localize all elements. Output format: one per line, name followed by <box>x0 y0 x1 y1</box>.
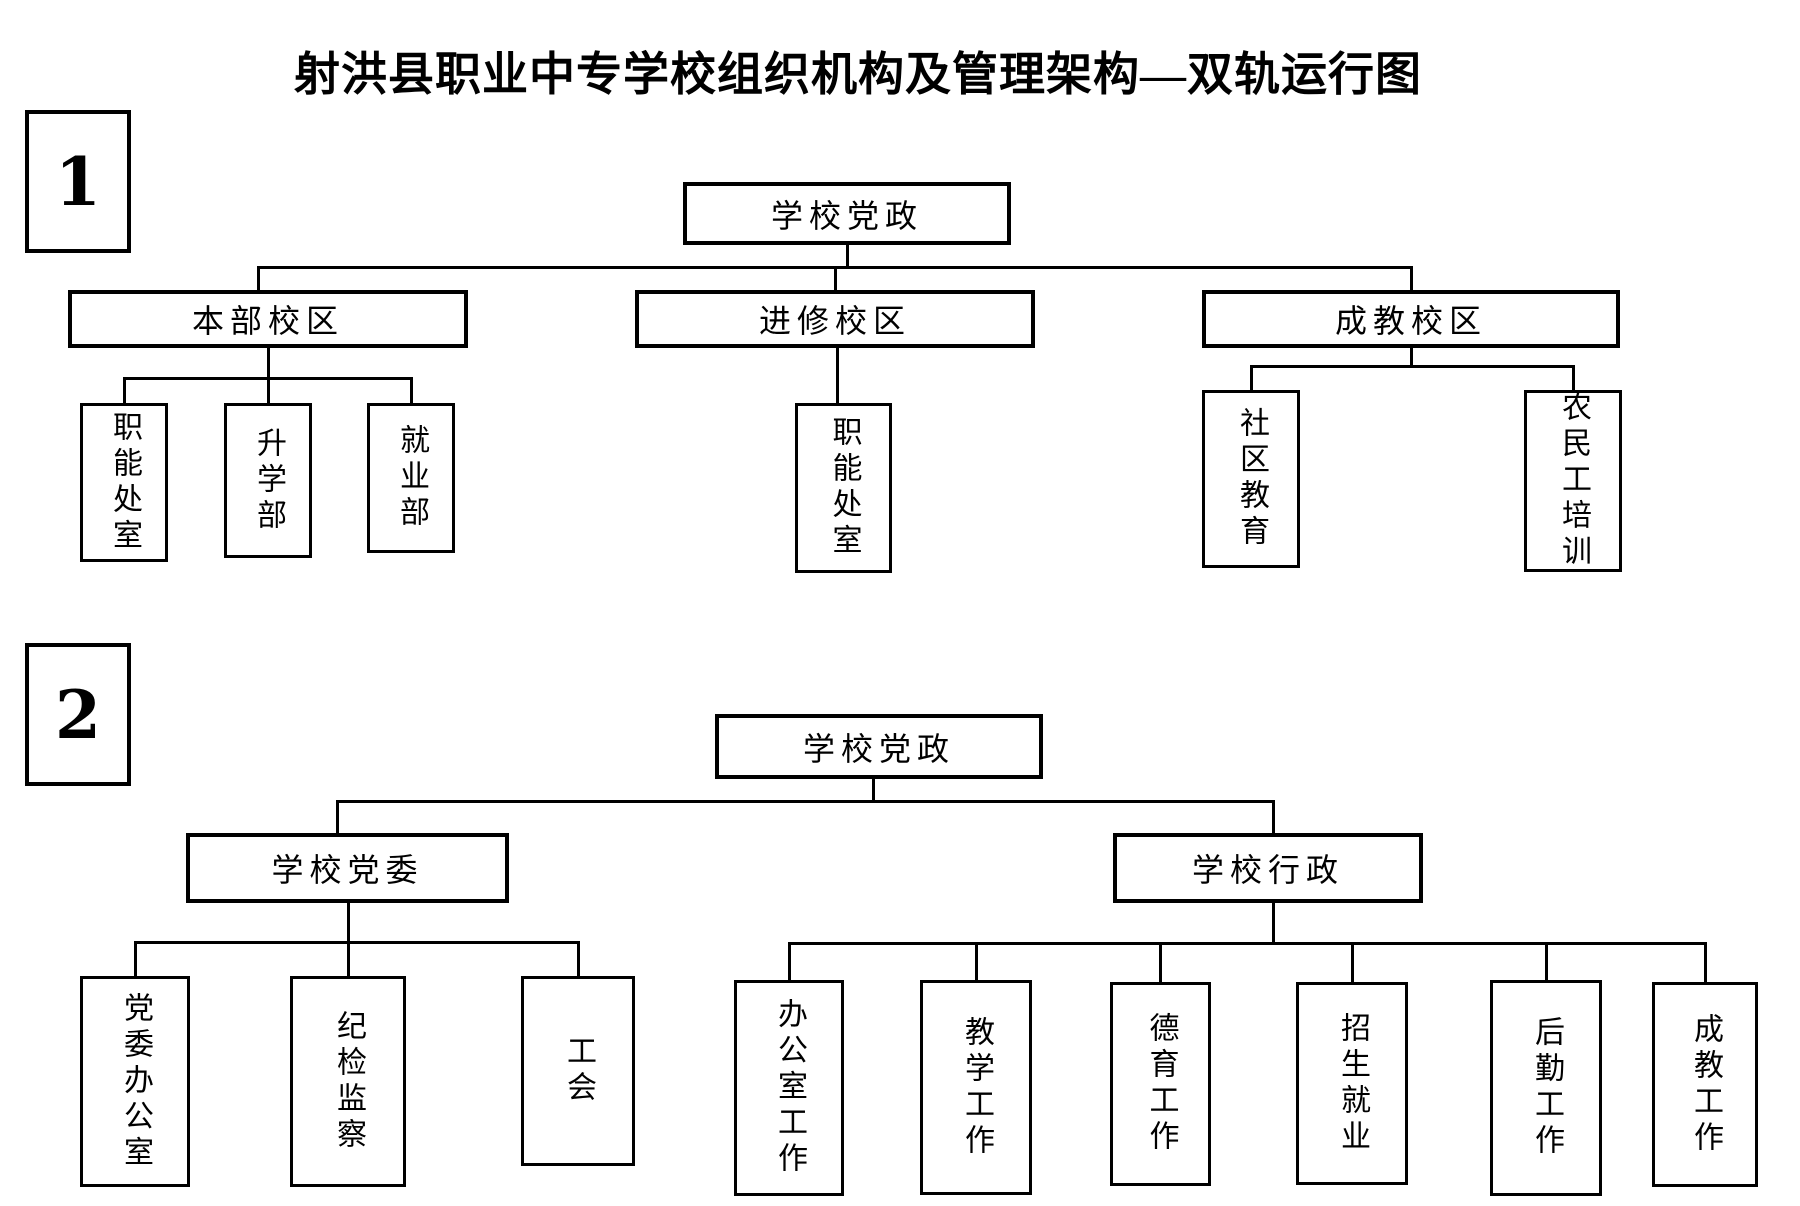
connector <box>834 266 837 292</box>
node-school-admin: 学校行政 <box>1113 833 1423 903</box>
node-school-party-gov-1: 学校党政 <box>683 182 1011 245</box>
node-label: 农民工培训 <box>1557 391 1590 571</box>
node-label: 就业部 <box>395 424 428 532</box>
node-label: 纪检监察 <box>332 1009 365 1154</box>
node-community-education: 社区教育 <box>1202 390 1300 568</box>
node-main-campus: 本部校区 <box>68 290 468 348</box>
node-training-campus: 进修校区 <box>635 290 1035 348</box>
node-label: 职能处室 <box>827 416 861 560</box>
connector <box>975 942 978 982</box>
node-label: 教学工作 <box>960 1015 993 1160</box>
connector <box>347 903 350 943</box>
connector <box>134 941 580 944</box>
node-adult-edu-work: 成教工作 <box>1652 982 1758 1187</box>
connector <box>267 377 270 405</box>
node-label: 工会 <box>562 1035 595 1107</box>
node-label: 成教工作 <box>1689 1012 1722 1157</box>
connector <box>1250 365 1574 368</box>
node-teaching-work: 教学工作 <box>920 980 1032 1195</box>
node-label: 德育工作 <box>1144 1012 1178 1156</box>
node-party-committee-office: 党委办公室 <box>80 976 190 1187</box>
connector <box>267 348 270 379</box>
node-label: 招生就业 <box>1336 1011 1369 1156</box>
node-school-party-gov-2: 学校党政 <box>715 714 1043 779</box>
page-title: 射洪县职业中专学校组织机构及管理架构—双轨运行图 <box>294 49 1422 100</box>
node-advancement-dept: 升学部 <box>224 403 312 558</box>
connector <box>836 348 839 405</box>
node-office-work: 办公室工作 <box>734 980 844 1196</box>
node-migrant-worker-training: 农民工培训 <box>1524 390 1622 572</box>
section-number-2: 2 <box>25 643 131 786</box>
node-party-committee: 学校党委 <box>186 833 509 903</box>
connector <box>410 377 413 405</box>
connector <box>1572 365 1575 392</box>
connector <box>1410 348 1413 367</box>
node-logistics-work: 后勤工作 <box>1490 980 1602 1196</box>
connector <box>1250 365 1253 392</box>
connector <box>1272 903 1275 944</box>
node-employment-dept: 就业部 <box>367 403 455 553</box>
connector <box>1704 942 1707 984</box>
node-moral-education-work: 德育工作 <box>1110 982 1211 1186</box>
section-number-1: 1 <box>25 110 131 253</box>
connector <box>336 800 339 835</box>
connector <box>257 266 260 292</box>
connector <box>123 377 126 405</box>
node-functional-offices-training: 职能处室 <box>795 403 892 573</box>
connector <box>1545 942 1548 982</box>
connector <box>336 800 1274 803</box>
node-label: 职能处室 <box>108 410 141 555</box>
connector <box>577 941 580 978</box>
connector <box>846 245 849 267</box>
connector <box>788 942 791 982</box>
connector <box>788 942 1707 945</box>
connector <box>1272 800 1275 835</box>
node-enrollment-employment: 招生就业 <box>1296 982 1408 1185</box>
connector <box>347 941 350 978</box>
node-discipline-inspection: 纪检监察 <box>290 976 406 1187</box>
node-label: 党委办公室 <box>119 991 152 1172</box>
connector <box>872 779 875 802</box>
connector <box>1351 942 1354 984</box>
connector <box>1410 266 1413 292</box>
node-label: 办公室工作 <box>773 998 806 1178</box>
node-label: 社区教育 <box>1235 407 1268 551</box>
node-label: 后勤工作 <box>1530 1016 1563 1160</box>
connector <box>134 941 137 978</box>
node-functional-offices-main: 职能处室 <box>80 403 168 562</box>
node-adult-edu-campus: 成教校区 <box>1202 290 1620 348</box>
node-label: 升学部 <box>252 426 285 535</box>
connector <box>1159 942 1162 984</box>
node-labor-union: 工会 <box>521 976 635 1166</box>
